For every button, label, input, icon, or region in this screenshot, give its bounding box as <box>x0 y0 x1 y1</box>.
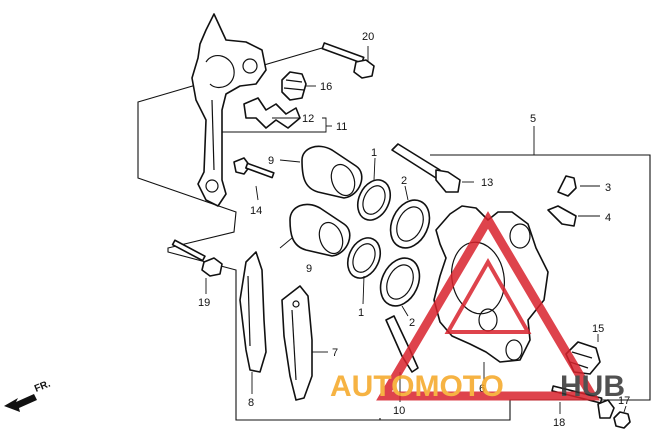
callout-7: 7 <box>332 347 338 359</box>
bleeder-valve-16 <box>281 71 307 101</box>
piston-seal-upper-1 <box>356 179 392 221</box>
callout-1-upper: 1 <box>371 147 377 159</box>
bolt-14 <box>233 157 275 179</box>
nut-17 <box>613 411 631 429</box>
pad-spring-12 <box>243 97 301 129</box>
callout-13: 13 <box>481 177 493 189</box>
callout-9-upper: 9 <box>268 155 274 167</box>
watermark-text-automoto: AUTOMOTO <box>330 370 504 403</box>
callout-5: 5 <box>530 113 536 125</box>
brake-pad-8 <box>239 251 267 373</box>
callout-18: 18 <box>553 417 565 429</box>
warning-triangle-logo <box>376 211 600 401</box>
callout-labels: 20 16 12 11 9 9 1 1 2 2 13 5 3 4 14 19 7… <box>198 31 630 429</box>
callout-9-lower: 9 <box>306 263 312 275</box>
front-direction-label: FR. <box>33 378 52 394</box>
callout-2-upper: 2 <box>401 175 407 187</box>
brake-pad-7 <box>281 285 313 401</box>
callout-17: 17 <box>618 395 630 407</box>
bleeder-screw-3 <box>557 175 577 197</box>
callout-12: 12 <box>302 113 314 125</box>
callout-1-lower: 1 <box>358 307 364 319</box>
watermark-text-hub: HUB <box>560 370 625 403</box>
front-direction-indicator: FR. <box>4 378 52 412</box>
callout-14: 14 <box>250 205 262 217</box>
caliper-bracket <box>191 13 267 207</box>
callout-3: 3 <box>605 182 611 194</box>
bolt-19 <box>171 239 223 277</box>
callout-19: 19 <box>198 297 210 309</box>
callout-2-lower: 2 <box>409 317 415 329</box>
callout-4: 4 <box>605 212 611 224</box>
callout-11: 11 <box>336 121 347 133</box>
callout-16: 16 <box>320 81 332 93</box>
pin-bolt-13 <box>391 143 461 193</box>
callout-6: 6 <box>479 383 485 395</box>
automotohub-watermark: AUTOMOTO HUB <box>330 211 625 403</box>
front-arrow-icon <box>4 394 37 412</box>
callout-10: 10 <box>393 405 405 417</box>
bleeder-cap-4 <box>547 205 577 227</box>
dust-seal-lower-2 <box>379 257 421 307</box>
callout-8: 8 <box>248 397 254 409</box>
piston-seal-lower-1 <box>346 237 382 279</box>
dust-seal-upper-2 <box>389 199 431 249</box>
leader-lines <box>205 46 627 414</box>
callout-15: 15 <box>592 323 604 335</box>
callout-20: 20 <box>362 31 374 43</box>
bolt-20 <box>321 42 375 79</box>
piston-lower-9 <box>289 203 351 257</box>
piston-upper-9 <box>301 145 363 199</box>
